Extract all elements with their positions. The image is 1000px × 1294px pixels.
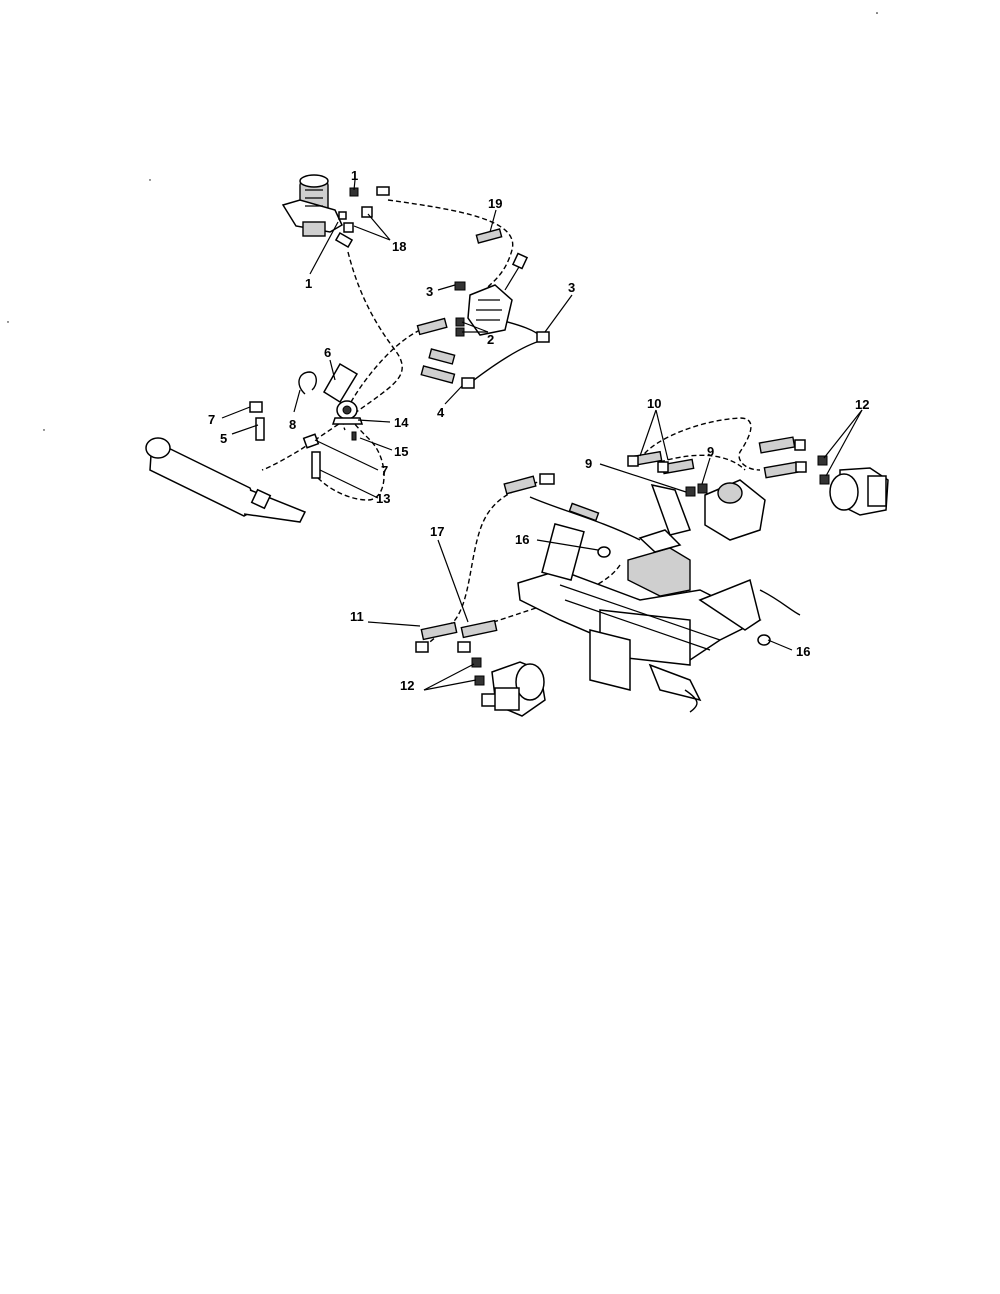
callout-1-bottom: 1: [305, 276, 312, 291]
pump-fittings: [334, 186, 390, 248]
callout-15: 15: [394, 444, 408, 459]
callout-2: 2: [487, 332, 494, 347]
callout-9-left: 9: [585, 456, 592, 471]
callout-12-left: 12: [400, 678, 414, 693]
callout-5: 5: [220, 431, 227, 446]
callout-11: 11: [350, 609, 364, 624]
hose-clamp-14: [331, 400, 364, 425]
left-motor-hose-fittings: [415, 473, 600, 686]
callout-18: 18: [392, 239, 406, 254]
callout-3-right: 3: [568, 280, 575, 295]
right-motor-fittings: [758, 436, 830, 485]
scan-specks: [7, 12, 878, 431]
callout-16-lower: 16: [796, 644, 810, 659]
callout-9-right: 9: [707, 444, 714, 459]
callout-8: 8: [289, 417, 296, 432]
left-wheel-motor: [481, 661, 546, 717]
callout-3-left: 3: [426, 284, 433, 299]
hose-sleeve-6: [322, 362, 359, 404]
valve-fittings: [416, 317, 550, 389]
callout-1-top: 1: [351, 168, 358, 183]
snap-ring-8: [298, 371, 317, 395]
callout-10: 10: [647, 396, 661, 411]
leader-lines: [221, 179, 863, 691]
hydraulic-pump: [281, 174, 343, 237]
lift-cylinder: [145, 437, 307, 523]
callout-7-upper: 7: [208, 412, 215, 427]
hose-end-19: [475, 228, 503, 244]
right-wheel-motor: [829, 467, 889, 516]
callout-labels: 1 1 18 19 3 3 2 6 4 7 5 8 14 15 7 13 10 …: [208, 168, 869, 693]
callout-17: 17: [430, 524, 444, 539]
callout-13: 13: [376, 491, 390, 506]
callout-19: 19: [488, 196, 502, 211]
control-valve: [454, 252, 529, 337]
center-valve-assembly: [627, 450, 766, 541]
callout-16-upper: 16: [515, 532, 529, 547]
tractor-frame: [517, 523, 801, 713]
callout-6: 6: [324, 345, 331, 360]
bolt-15: [351, 431, 357, 441]
callout-4: 4: [437, 405, 445, 420]
callout-7-lower: 7: [381, 463, 388, 478]
callout-14: 14: [394, 415, 409, 430]
plug-16: [597, 546, 771, 646]
callout-12-right: 12: [855, 397, 869, 412]
cylinder-fittings: [249, 401, 321, 479]
